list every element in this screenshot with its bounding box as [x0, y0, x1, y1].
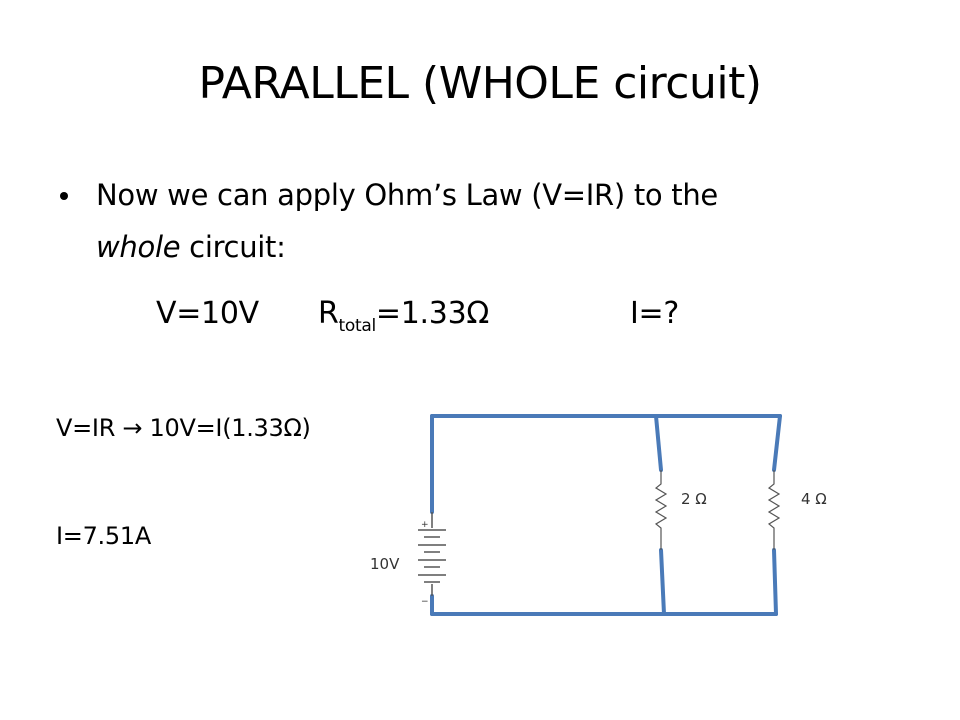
wire-branch1-lower	[659, 548, 666, 616]
resistor-4-ohm-icon	[767, 470, 781, 550]
battery-minus-label: −	[421, 597, 429, 607]
calculation-line-2: I=7.51A	[56, 522, 151, 550]
battery-voltage-label: 10V	[370, 555, 400, 573]
circuit-wires	[430, 414, 782, 616]
wire-branch2-upper	[772, 414, 782, 472]
bullet-line-2: whole circuit:	[96, 230, 286, 264]
bullet-dot	[60, 192, 68, 200]
equation-resistance: Rtotal=1.33Ω	[318, 296, 489, 336]
resistor-2-ohm-icon	[654, 470, 668, 550]
resistor-4-ohm-label: 4 Ω	[801, 490, 827, 508]
bullet-emphasis: whole	[96, 230, 181, 264]
battery-icon	[418, 512, 446, 596]
battery-plus-label: +	[421, 520, 429, 530]
resistance-value: =1.33Ω	[375, 296, 489, 331]
wire-branch2-lower	[772, 548, 778, 616]
bullet-line-2-rest: circuit:	[180, 230, 286, 264]
equation-current: I=?	[630, 296, 680, 331]
resistor-2-ohm-label: 2 Ω	[681, 490, 707, 508]
wire-branch1-upper	[654, 414, 663, 472]
slide-title: PARALLEL (WHOLE circuit)	[198, 58, 763, 109]
calculation-line-1: V=IR → 10V=I(1.33Ω)	[56, 414, 311, 442]
resistance-subscript: total	[338, 316, 377, 336]
bullet-line-1: Now we can apply Ohm’s Law (V=IR) to the	[96, 178, 718, 212]
resistance-symbol: R	[318, 296, 339, 331]
equation-voltage: V=10V	[156, 296, 259, 331]
